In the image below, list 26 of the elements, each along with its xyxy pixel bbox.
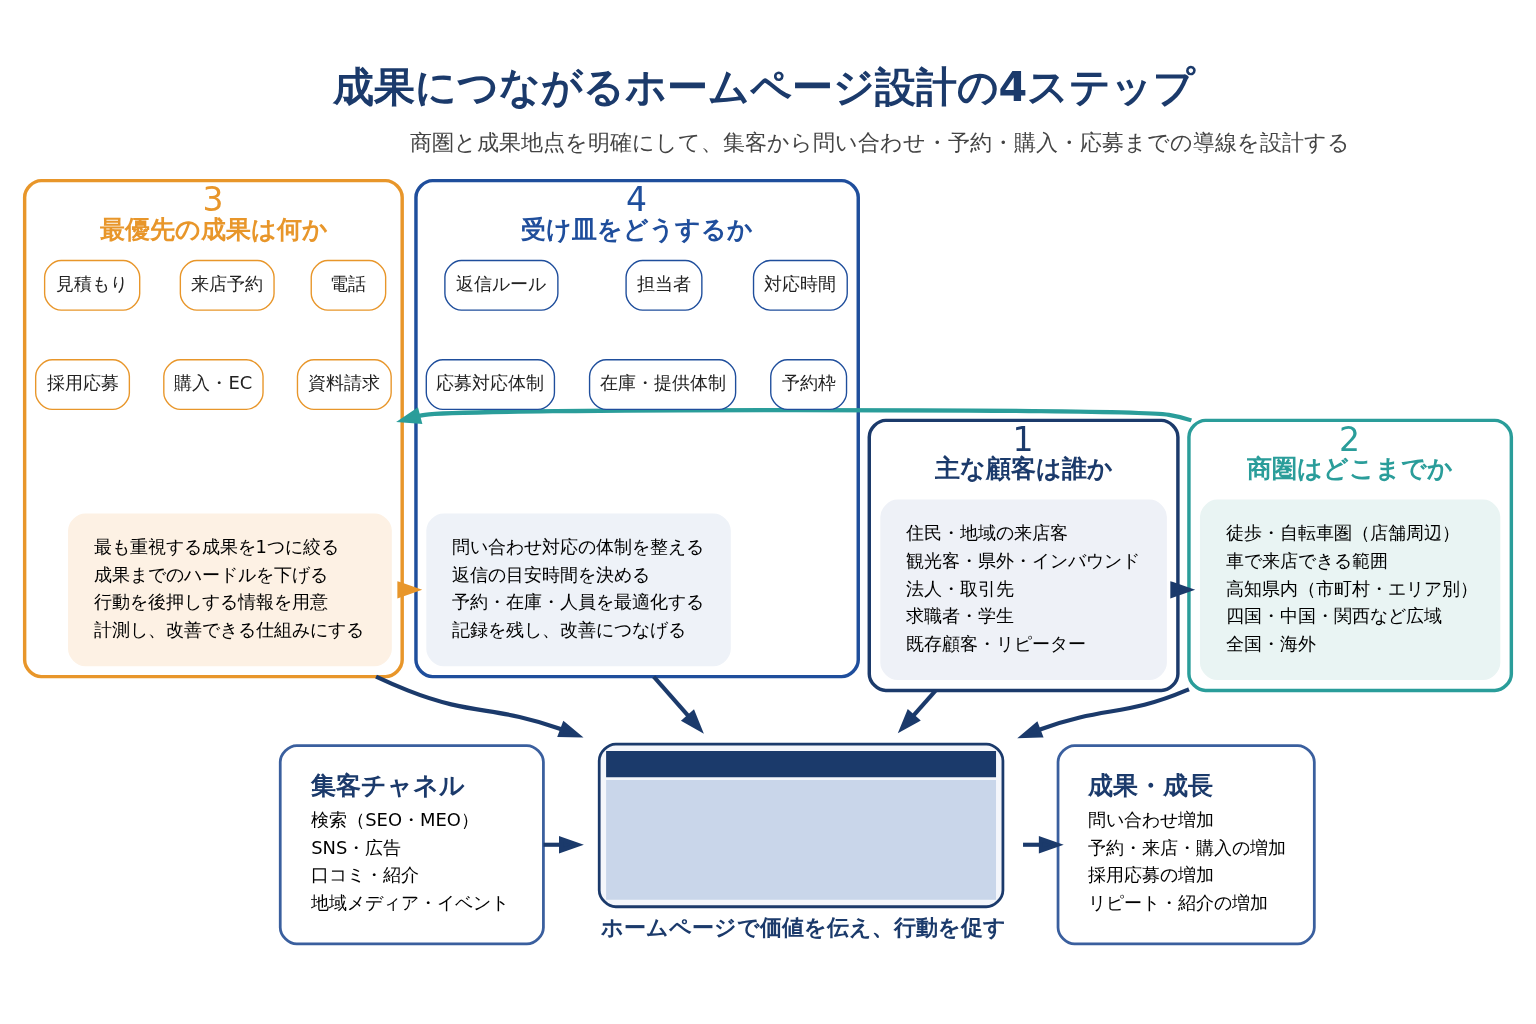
node-box: 応募対応体制 [425, 359, 556, 411]
node-box: 見積もり [43, 259, 141, 311]
node-box: 資料請求 [296, 359, 392, 411]
node-label: ホームページで価値を伝え、行動を促す [600, 915, 1006, 941]
node-box: 担当者 [625, 259, 703, 311]
arrow [897, 689, 938, 734]
node-box: 集客チャネル 検索（SEO・MEO） SNS・広告 口コミ・紹介 地域メディア・イベント [278, 744, 545, 946]
node-box: 予約枠 [770, 359, 848, 411]
node-box: 購入・EC [163, 359, 264, 411]
arrow [397, 581, 423, 599]
node-box: 返信ルール [444, 259, 559, 311]
node-box: 来店予約 [179, 259, 275, 311]
arrow [375, 674, 584, 738]
node-box: 電話 [310, 259, 387, 311]
node-box: 対応時間 [752, 259, 848, 311]
label: 商圏と成果地点を明確にして、集客から問い合わせ・予約・購入・応募までの導線を設計する [410, 130, 1351, 156]
arrow [1017, 687, 1190, 739]
arrow [543, 836, 584, 854]
node-box: 在庫・提供体制 [588, 359, 737, 411]
diagram-title: 成果につながるホームページ設計の4ステップ [332, 62, 1196, 111]
arrow [396, 407, 1192, 424]
node-box: 採用応募 [35, 359, 131, 411]
node-box: 成果・成長 問い合わせ増加 予約・来店・購入の増加 採用応募の増加 リピート・紹介の増加 [1056, 744, 1316, 946]
arrow [1170, 581, 1196, 599]
arrow [652, 675, 704, 734]
node-box: 最も重視する成果を1つに絞る 成果までのハードルを下げる 行動を後押しする情報を用意 計測し、改善できる仕組みにする [68, 513, 392, 667]
